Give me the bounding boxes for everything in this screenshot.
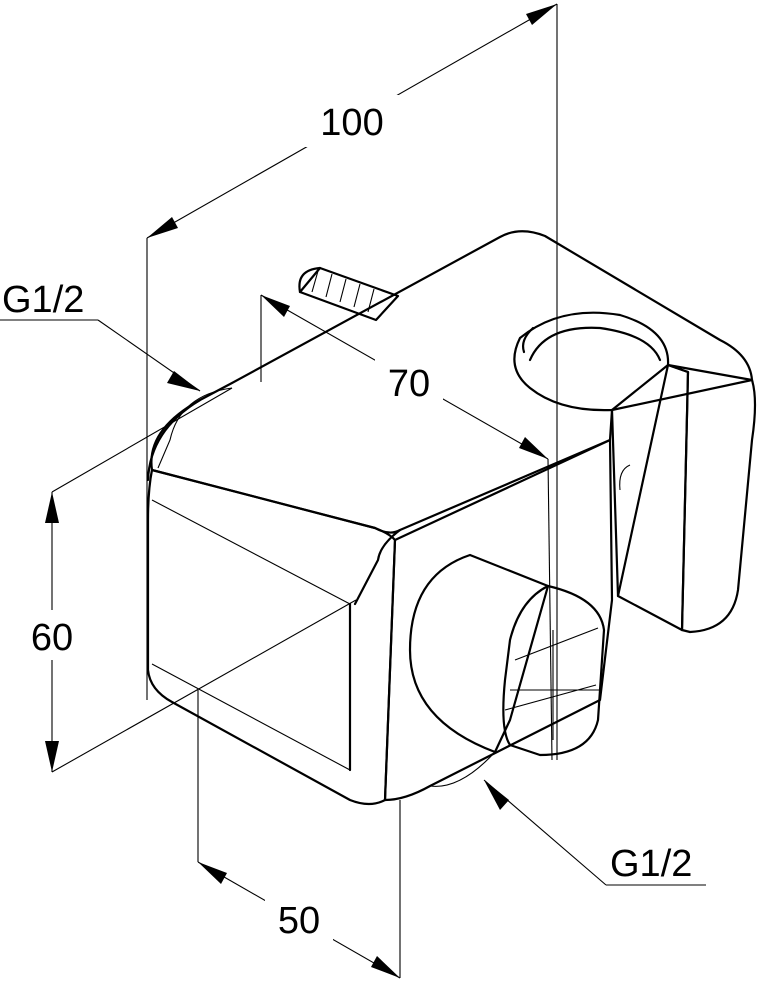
dimension-label-50: 50 [278, 900, 320, 942]
wall-outlet-left [157, 387, 233, 469]
thread-label-bottom: G1/2 [610, 843, 692, 885]
holder-ring [513, 311, 670, 412]
body-front-face [146, 398, 397, 806]
arrowhead [371, 956, 400, 978]
arrowhead [484, 780, 509, 810]
body-right-face [353, 438, 614, 802]
thread-label-left: G1/2 [2, 279, 84, 321]
dimension-label-70: 70 [388, 363, 430, 405]
arrowhead [45, 741, 59, 772]
dimension-50: 50 [197, 690, 401, 979]
center-lines [510, 458, 600, 761]
hose-connector [408, 553, 606, 757]
arrowhead [519, 437, 548, 459]
callout-left-thread: G1/2 [0, 279, 201, 392]
holder-clip-arm [610, 363, 757, 634]
threaded-stud [298, 266, 400, 322]
dimension-label-60: 60 [31, 617, 73, 659]
body-top-face [150, 230, 754, 534]
arrowhead [147, 217, 178, 238]
dimension-label-100: 100 [320, 102, 383, 144]
dimension-60: 60 [20, 387, 357, 773]
arrowhead [261, 295, 290, 317]
callout-bottom-thread: G1/2 [483, 779, 706, 886]
arrowhead [167, 371, 200, 391]
dimension-100: 100 [146, 3, 558, 760]
arrowhead [526, 4, 557, 25]
arrowhead [45, 492, 59, 523]
wall-outlet-bottom [429, 751, 496, 787]
dimension-70: 70 [260, 294, 549, 460]
arrowhead [198, 862, 227, 884]
